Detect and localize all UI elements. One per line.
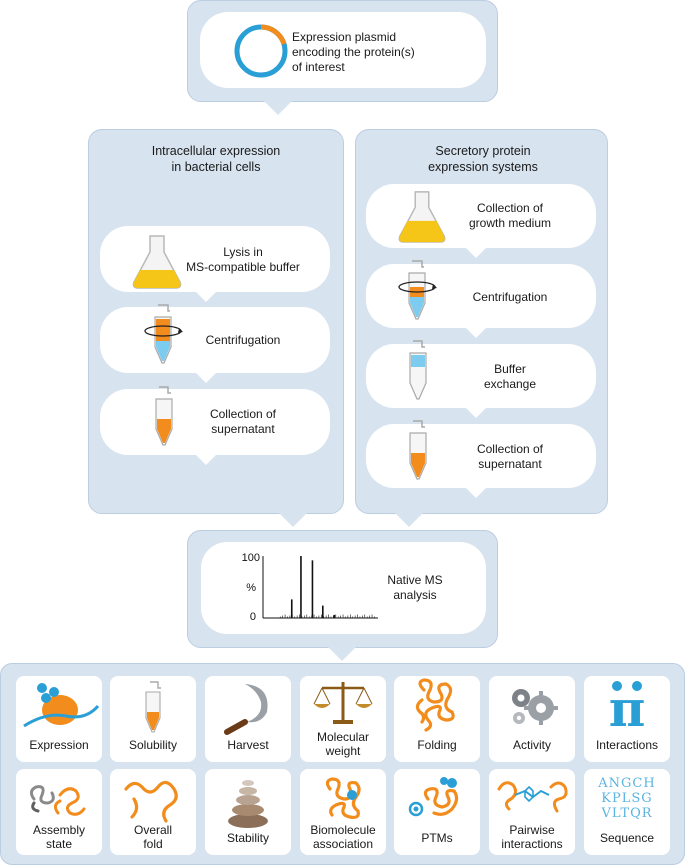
folded-protein-icon bbox=[415, 678, 455, 732]
tile-expression-label: Expression bbox=[29, 738, 89, 752]
gears-icon bbox=[512, 689, 558, 725]
spectrum-peaks bbox=[279, 556, 375, 618]
tile-harvest: Harvest bbox=[205, 676, 291, 762]
tile-overall-fold: Overall fold bbox=[110, 769, 196, 855]
y-axis-bottom-label: 0 bbox=[250, 611, 256, 623]
tile-sequence: ANGCH KPLSG VLTQR Sequence bbox=[584, 769, 670, 855]
modified-protein-icon bbox=[408, 777, 459, 817]
tile-ptms: PTMs bbox=[394, 769, 480, 855]
tile-activity: Activity bbox=[489, 676, 575, 762]
tile-assembly-state-label: Assembly state bbox=[32, 823, 85, 851]
flask-icon bbox=[132, 235, 182, 289]
lysis-text: Lysis in MS-compatible buffer bbox=[186, 245, 300, 274]
collection-step-left-tail bbox=[195, 454, 217, 465]
growth-medium-text: Collection of growth medium bbox=[468, 201, 552, 230]
tile-ptms-label: PTMs bbox=[421, 831, 453, 845]
tile-expression: Expression bbox=[16, 676, 102, 762]
tube-icon bbox=[409, 340, 427, 400]
secretory-header: Secretory protein expression systems bbox=[428, 144, 538, 174]
tube-icon bbox=[145, 681, 161, 733]
tile-molecular-weight-label: Molecular weight bbox=[316, 730, 370, 758]
tile-biomolecule-association: Biomolecule association bbox=[300, 769, 386, 855]
protein-ligand-icon bbox=[325, 777, 361, 819]
intracellular-header: Intracellular expression in bacterial ce… bbox=[151, 144, 281, 174]
native-ms-panel-tail bbox=[328, 647, 356, 661]
centrifugation-step-left-tail bbox=[195, 372, 217, 383]
sequence-line-2: KPLSG bbox=[601, 791, 652, 806]
buffer-exchange-step bbox=[366, 344, 596, 408]
pi-icon: π bbox=[609, 679, 646, 736]
protein-assembly-icon bbox=[29, 785, 86, 816]
native-ms-text: Native MS analysis bbox=[387, 573, 443, 602]
flask-icon bbox=[398, 191, 446, 243]
tile-pairwise-interactions-label: Pairwise interactions bbox=[501, 823, 563, 851]
crosslinked-proteins-icon bbox=[497, 781, 568, 813]
plasmid-card bbox=[200, 12, 486, 88]
tube-icon bbox=[155, 386, 173, 446]
centrifugation-step-right-tail bbox=[465, 327, 487, 338]
sickle-icon bbox=[224, 684, 268, 735]
plasmid-text: Expression plasmid encoding the protein(… bbox=[292, 30, 415, 74]
tile-stability-label: Stability bbox=[226, 831, 270, 845]
buffer-exchange-text: Buffer exchange bbox=[483, 362, 537, 391]
collection-step-right bbox=[366, 424, 596, 488]
tile-interactions: π Interactions bbox=[584, 676, 670, 762]
sequence-line-3: VLTQR bbox=[600, 806, 652, 821]
plasmid-panel-tail bbox=[264, 101, 292, 115]
buffer-exchange-step-tail bbox=[465, 407, 487, 418]
y-axis-top-label: 100 bbox=[242, 552, 260, 564]
tube-icon bbox=[409, 420, 427, 480]
centrifugation-step-left bbox=[100, 307, 330, 373]
unfolded-protein-icon bbox=[124, 780, 178, 823]
stacked-stones-icon bbox=[228, 780, 268, 828]
tile-sequence-label: Sequence bbox=[599, 831, 655, 845]
tile-pairwise-interactions: Pairwise interactions bbox=[489, 769, 575, 855]
centrifuge-tube-icon bbox=[398, 260, 437, 320]
tile-interactions-label: Interactions bbox=[595, 738, 659, 752]
tile-biomolecule-association-label: Biomolecule association bbox=[310, 823, 376, 851]
tile-assembly-state: Assembly state bbox=[16, 769, 102, 855]
collection-text-right: Collection of supernatant bbox=[476, 442, 544, 471]
tile-solubility: Solubility bbox=[110, 676, 196, 762]
collection-step-left bbox=[100, 389, 330, 455]
centrifuge-tube-icon bbox=[144, 304, 183, 364]
intracellular-panel-tail bbox=[279, 513, 307, 527]
native-ms-card bbox=[201, 542, 486, 634]
tile-stability: Stability bbox=[205, 769, 291, 855]
tile-molecular-weight: Molecular weight bbox=[300, 676, 386, 762]
protein-expression-icon bbox=[23, 683, 100, 728]
centrifugation-text-left: Centrifugation bbox=[205, 333, 281, 347]
y-axis-mid-label: % bbox=[246, 582, 256, 594]
plasmid-icon bbox=[234, 24, 288, 78]
balance-scale-icon bbox=[313, 682, 373, 724]
collection-step-right-tail bbox=[465, 487, 487, 498]
secretory-panel-tail bbox=[395, 513, 423, 527]
collection-text-left: Collection of supernatant bbox=[209, 407, 277, 436]
centrifugation-step-right bbox=[366, 264, 596, 328]
tile-folding-label: Folding bbox=[417, 738, 457, 752]
growth-medium-step-tail bbox=[465, 247, 487, 258]
tile-activity-label: Activity bbox=[512, 738, 551, 752]
tile-harvest-label: Harvest bbox=[227, 738, 269, 752]
tile-overall-fold-label: Overall fold bbox=[133, 823, 172, 851]
sequence-letters-icon: ANGCH KPLSG VLTQR bbox=[597, 776, 655, 821]
tile-solubility-label: Solubility bbox=[128, 738, 178, 752]
centrifugation-text-right: Centrifugation bbox=[472, 290, 548, 304]
mass-spectrum-chart: 100 % 0 bbox=[242, 552, 378, 623]
lysis-step-tail bbox=[195, 291, 217, 302]
tile-folding: Folding bbox=[394, 676, 480, 762]
sequence-line-1: ANGCH bbox=[597, 776, 655, 791]
